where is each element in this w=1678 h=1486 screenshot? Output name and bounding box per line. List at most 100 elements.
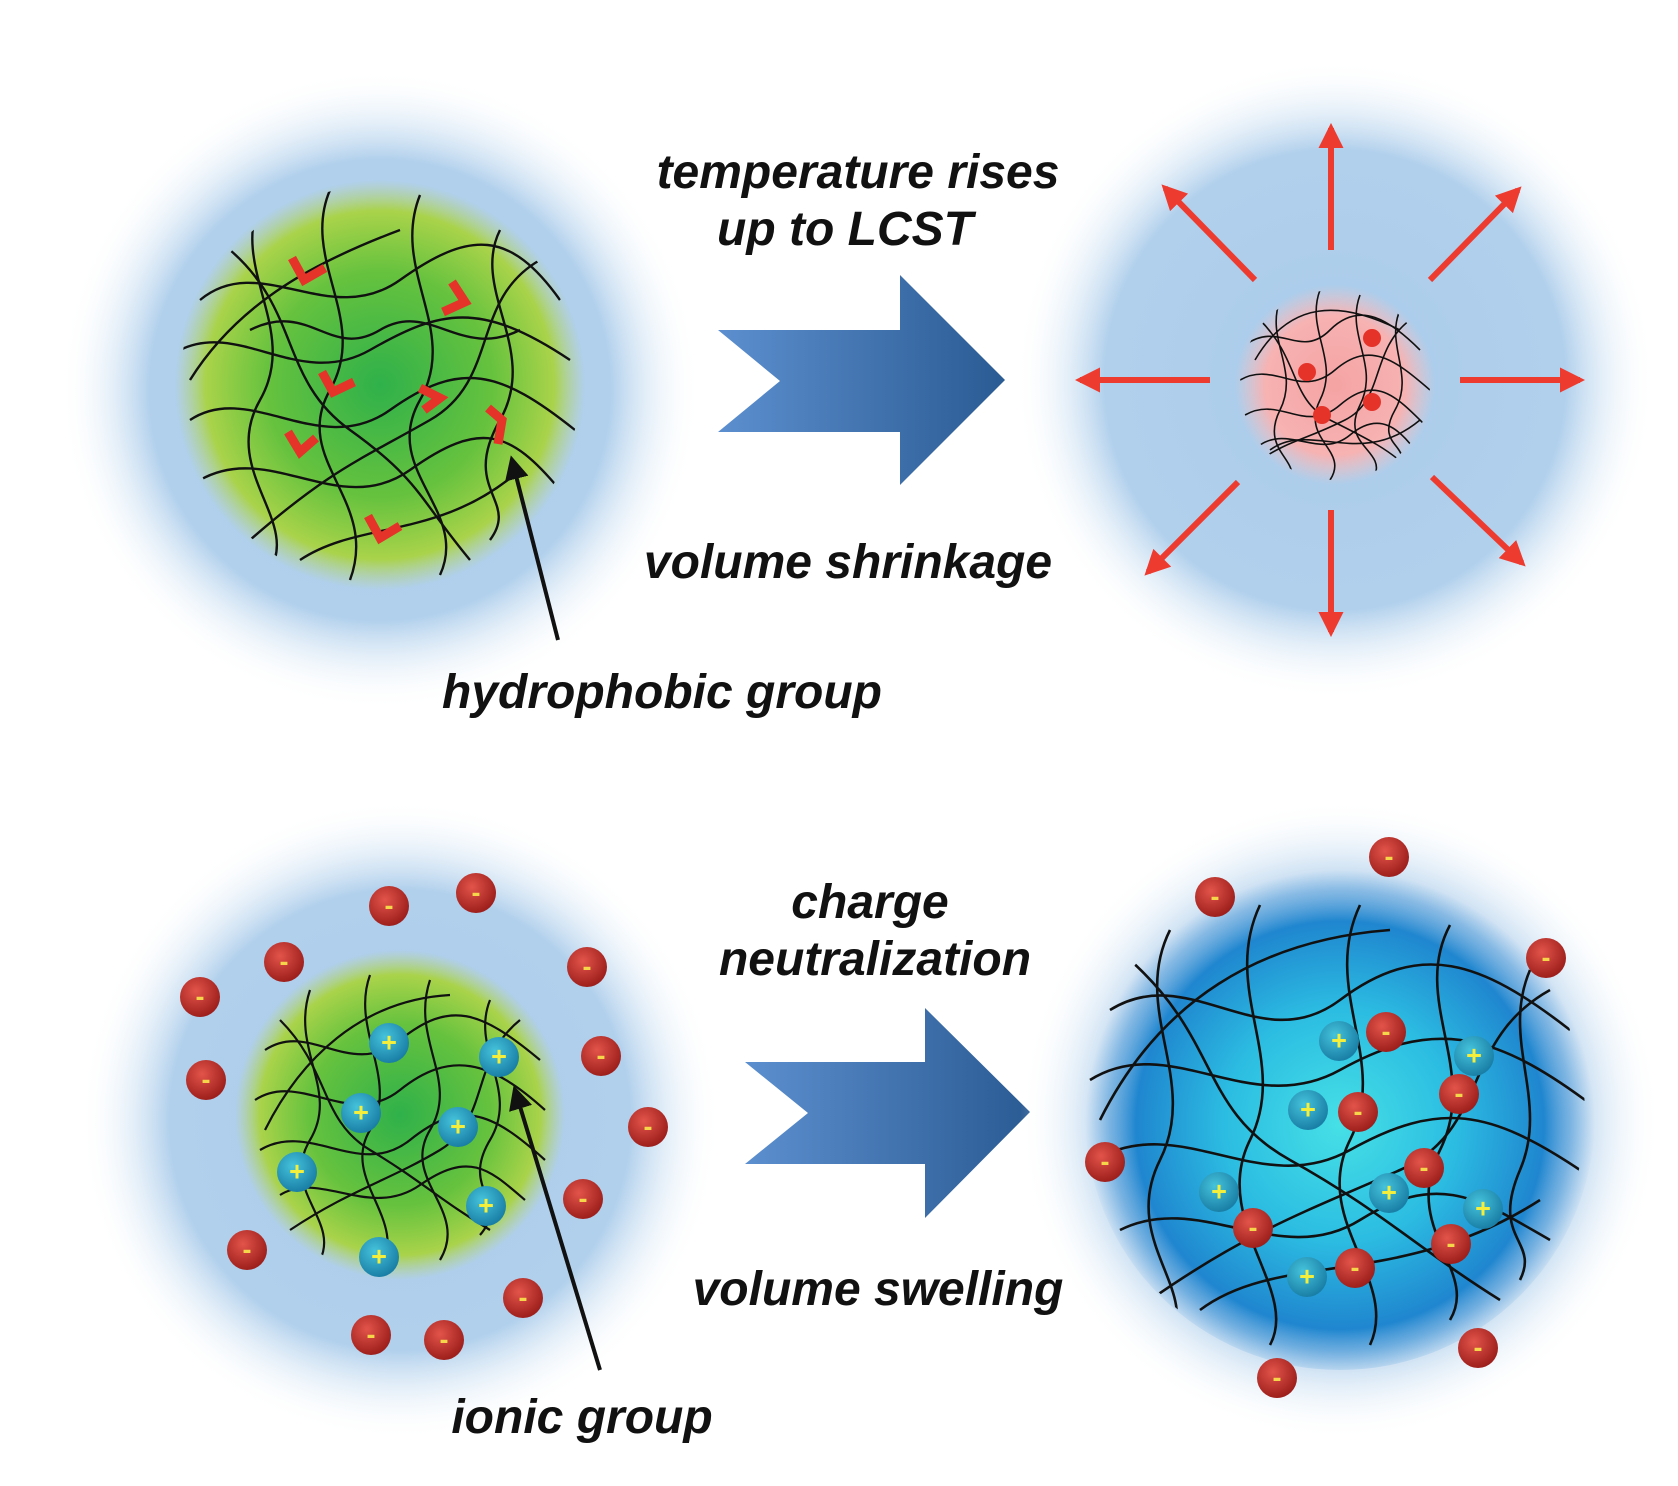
top-step-label-line1: temperature rises <box>657 146 1060 199</box>
bottom-right-cations: + + + + + + + <box>1199 1021 1503 1297</box>
collapsed-hydrophobic-groups <box>1298 329 1381 424</box>
anion-ion: - <box>1338 1092 1378 1132</box>
anion-ion: - <box>180 977 220 1017</box>
top-process-arrow <box>718 275 1005 485</box>
plus-sign: + <box>491 1041 507 1071</box>
hydrophobic-cluster <box>1363 329 1381 347</box>
cation-ion: + <box>1287 1257 1327 1297</box>
ionic-pointer-arrow <box>509 1085 602 1371</box>
anion-ion: - <box>369 886 409 926</box>
bottom-step-label-line2: neutralization <box>719 933 1031 986</box>
minus-sign: - <box>519 1282 528 1312</box>
minus-sign: - <box>583 951 592 981</box>
anion-ion: - <box>1335 1248 1375 1288</box>
cation-ion: + <box>359 1237 399 1277</box>
bottom-panel: +++++++ ------------- +++++++ ----------… <box>80 800 1660 1444</box>
minus-sign: - <box>597 1040 606 1070</box>
cation-ion: + <box>1288 1090 1328 1130</box>
minus-sign: - <box>1455 1078 1464 1108</box>
minus-sign: - <box>1273 1362 1282 1392</box>
cation-ion: + <box>369 1023 409 1063</box>
minus-sign: - <box>1474 1332 1483 1362</box>
minus-sign: - <box>1420 1152 1429 1182</box>
plus-sign: + <box>1300 1094 1316 1124</box>
hydrophobic-group-mark <box>364 513 403 545</box>
anion-ion: - <box>1439 1074 1479 1114</box>
anion-ion: - <box>1369 837 1409 877</box>
hydrophobic-cluster <box>1298 363 1316 381</box>
plus-sign: + <box>381 1027 397 1057</box>
cation-ion: + <box>1463 1189 1503 1229</box>
minus-sign: - <box>1351 1252 1360 1282</box>
plus-sign: + <box>1475 1193 1491 1223</box>
hydrophobic-group-mark <box>485 404 507 445</box>
cation-ion: + <box>1199 1172 1239 1212</box>
minus-sign: - <box>1354 1096 1363 1126</box>
cation-ion: + <box>341 1093 381 1133</box>
minus-sign: - <box>472 877 481 907</box>
anion-ion: - <box>503 1278 543 1318</box>
hydrophobic-group-mark <box>417 383 449 414</box>
minus-sign: - <box>280 946 289 976</box>
collapsed-polymer-network <box>1240 290 1430 480</box>
top-panel: temperature rises up to LCST volume shri… <box>60 60 1655 719</box>
top-left-hydrogel <box>175 180 585 590</box>
plus-sign: + <box>478 1190 494 1220</box>
anion-ion: - <box>1404 1148 1444 1188</box>
plus-sign: + <box>1331 1025 1347 1055</box>
anion-ion: - <box>1257 1358 1297 1398</box>
bottom-step-label-line1: charge <box>791 876 948 929</box>
cation-ion: + <box>1319 1021 1359 1061</box>
plus-sign: + <box>1211 1176 1227 1206</box>
top-step-label-line2: up to LCST <box>717 203 977 256</box>
hydrophobic-group-mark <box>441 279 472 317</box>
hydrophobic-pointer-arrow <box>505 455 560 641</box>
expel-arrow-up-right <box>1427 186 1522 283</box>
anion-ion: - <box>227 1230 267 1270</box>
hydrophobic-group-mark <box>318 369 356 398</box>
minus-sign: - <box>385 890 394 920</box>
hydrophobic-cluster <box>1313 406 1331 424</box>
plus-sign: + <box>450 1111 466 1141</box>
bottom-process-arrow <box>745 1008 1030 1218</box>
minus-sign: - <box>1542 942 1551 972</box>
bottom-left-anions: - - - - - - - - - - - - - <box>180 873 668 1360</box>
minus-sign: - <box>1249 1212 1258 1242</box>
plus-sign: + <box>371 1241 387 1271</box>
anion-ion: - <box>1085 1142 1125 1182</box>
swollen-polymer-network <box>1089 904 1585 1346</box>
minus-sign: - <box>1447 1228 1456 1258</box>
minus-sign: - <box>367 1319 376 1349</box>
ionic-group-label: ionic group <box>451 1391 712 1444</box>
bottom-left-hydrogel <box>235 950 565 1280</box>
anion-ion: - <box>1233 1208 1273 1248</box>
anion-ion: - <box>186 1060 226 1100</box>
anion-ion: - <box>1366 1012 1406 1052</box>
minus-sign: - <box>196 981 205 1011</box>
minus-sign: - <box>202 1064 211 1094</box>
minus-sign: - <box>579 1183 588 1213</box>
expel-arrow-down-left <box>1144 479 1241 576</box>
minus-sign: - <box>644 1111 653 1141</box>
top-left-polymer-network <box>180 189 576 581</box>
bottom-left-cations: + + + + + + + <box>277 1023 519 1277</box>
minus-sign: - <box>1385 841 1394 871</box>
water-expulsion-arrows <box>1074 122 1586 638</box>
anion-ion: - <box>424 1320 464 1360</box>
cation-ion: + <box>277 1152 317 1192</box>
anion-ion: - <box>567 947 607 987</box>
anion-ion: - <box>1431 1224 1471 1264</box>
cation-ion: + <box>1369 1173 1409 1213</box>
top-result-label: volume shrinkage <box>644 536 1052 589</box>
expel-arrow-down-right <box>1429 474 1526 567</box>
minus-sign: - <box>1211 881 1220 911</box>
plus-sign: + <box>1299 1261 1315 1291</box>
bottom-result-label: volume swelling <box>693 1263 1064 1316</box>
minus-sign: - <box>243 1234 252 1264</box>
cation-ion: + <box>1454 1036 1494 1076</box>
hydrophobic-groups <box>284 255 507 545</box>
anion-ion: - <box>456 873 496 913</box>
anion-ion: - <box>1526 938 1566 978</box>
anion-ion: - <box>581 1036 621 1076</box>
